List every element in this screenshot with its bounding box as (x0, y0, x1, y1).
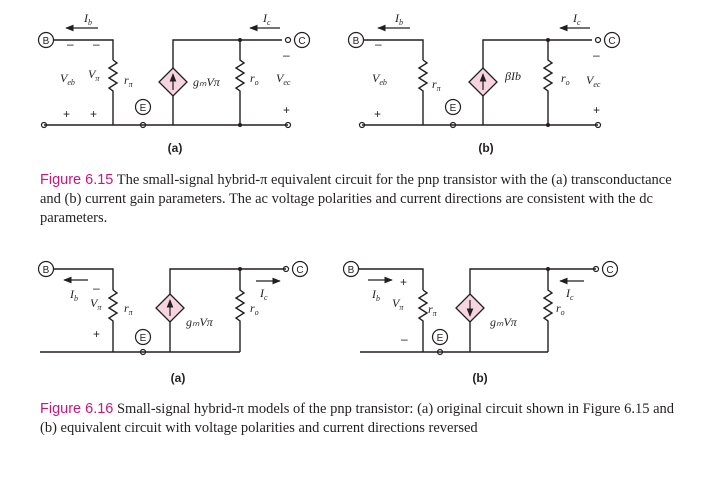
rpi-label: rπ (432, 77, 442, 93)
minus-sign: – (93, 37, 100, 51)
collector-label: C (298, 36, 305, 47)
veb-label: Veb (60, 71, 75, 87)
minus-sign: – (593, 48, 600, 62)
collector-label: C (606, 265, 613, 276)
rpi-label: rπ (428, 302, 438, 318)
base-terminal (342, 260, 360, 278)
subfigure-label: (a) (168, 141, 183, 155)
figure-number: Figure 6.16 (40, 401, 114, 417)
emitter-terminal (444, 98, 462, 116)
plus-sign: + (283, 103, 290, 117)
veb-label: Veb (372, 71, 387, 87)
figure-number: Figure 6.15 (40, 172, 114, 188)
emitter-terminal (431, 328, 449, 346)
collector-label: C (608, 36, 615, 47)
ro-label: ro (250, 301, 259, 317)
collector-terminal (293, 31, 311, 49)
base-label: B (353, 36, 360, 47)
plus-sign: + (593, 103, 600, 117)
fig16a-circuit: B E C Ib Ic – Vπ + rπ gₘVπ ro (a) (37, 260, 309, 385)
subfigure-label: (a) (171, 371, 186, 385)
fig15b-circuit: B E C Ib Ic – – + + Veb rπ βIb ro Vec (b… (347, 11, 621, 155)
plus-sign: + (63, 107, 70, 121)
plus-sign: + (374, 107, 381, 121)
minus-sign: – (93, 281, 100, 295)
dependent-current-source (155, 293, 185, 323)
minus-sign: – (401, 332, 408, 346)
ro-label: ro (556, 301, 565, 317)
ic-label: Ic (259, 286, 268, 302)
gm-source-label: gₘVπ (193, 75, 221, 89)
vec-label: Vec (586, 73, 601, 89)
figure-16-caption: Figure 6.16 Small-signal hybrid-π models… (40, 400, 680, 438)
vpi-label: Vπ (90, 296, 102, 312)
gm-source-label: gₘVπ (186, 315, 214, 329)
base-label: B (348, 265, 355, 276)
ib-label: Ib (83, 11, 92, 27)
caption-text: The small-signal hybrid-π equivalent cir… (40, 172, 672, 226)
ro-label: ro (250, 71, 259, 87)
ib-label: Ib (69, 287, 78, 303)
dependent-current-source (158, 67, 188, 97)
base-terminal (347, 31, 365, 49)
dependent-current-source (468, 67, 498, 97)
gm-source-label: gₘVπ (490, 315, 518, 329)
vpi-label: Vπ (88, 67, 100, 83)
caption-text: Small-signal hybrid-π models of the pnp … (40, 401, 675, 436)
figure-15-caption: Figure 6.15 The small-signal hybrid-π eq… (40, 171, 680, 228)
collector-label: C (296, 265, 303, 276)
plus-sign: + (90, 107, 97, 121)
ib-label: Ib (371, 287, 380, 303)
minus-sign: – (67, 37, 74, 51)
collector-terminal (291, 260, 309, 278)
emitter-label: E (140, 103, 147, 114)
ro-label: ro (561, 71, 570, 87)
rpi-label: rπ (124, 301, 134, 317)
minus-sign: – (375, 37, 382, 51)
collector-terminal (603, 31, 621, 49)
ic-label: Ic (262, 11, 271, 27)
base-terminal (37, 260, 55, 278)
collector-terminal (601, 260, 619, 278)
fig16b-circuit: B E C Ib Ic + Vπ – rπ gₘVπ ro (b) (342, 260, 619, 385)
emitter-terminal (134, 328, 152, 346)
vpi-label: Vπ (392, 296, 404, 312)
plus-sign: + (400, 275, 407, 289)
beta-source-label: βIb (504, 69, 521, 83)
fig15a-circuit: B E C Ib Ic – – – (37, 11, 311, 155)
emitter-label: E (437, 333, 444, 344)
subfigure-label: (b) (478, 141, 493, 155)
emitter-label: E (450, 103, 457, 114)
base-label: B (43, 265, 50, 276)
ic-label: Ic (565, 286, 574, 302)
subfigure-label: (b) (472, 371, 487, 385)
plus-sign: + (93, 327, 100, 341)
emitter-terminal (134, 98, 152, 116)
emitter-label: E (140, 333, 147, 344)
vec-label: Vec (276, 71, 291, 87)
ic-label: Ic (572, 11, 581, 27)
rpi-label: rπ (124, 73, 134, 89)
dependent-current-source (455, 293, 485, 323)
minus-sign: – (283, 48, 290, 62)
ib-label: Ib (394, 11, 403, 27)
base-terminal (37, 31, 55, 49)
base-label: B (43, 36, 50, 47)
